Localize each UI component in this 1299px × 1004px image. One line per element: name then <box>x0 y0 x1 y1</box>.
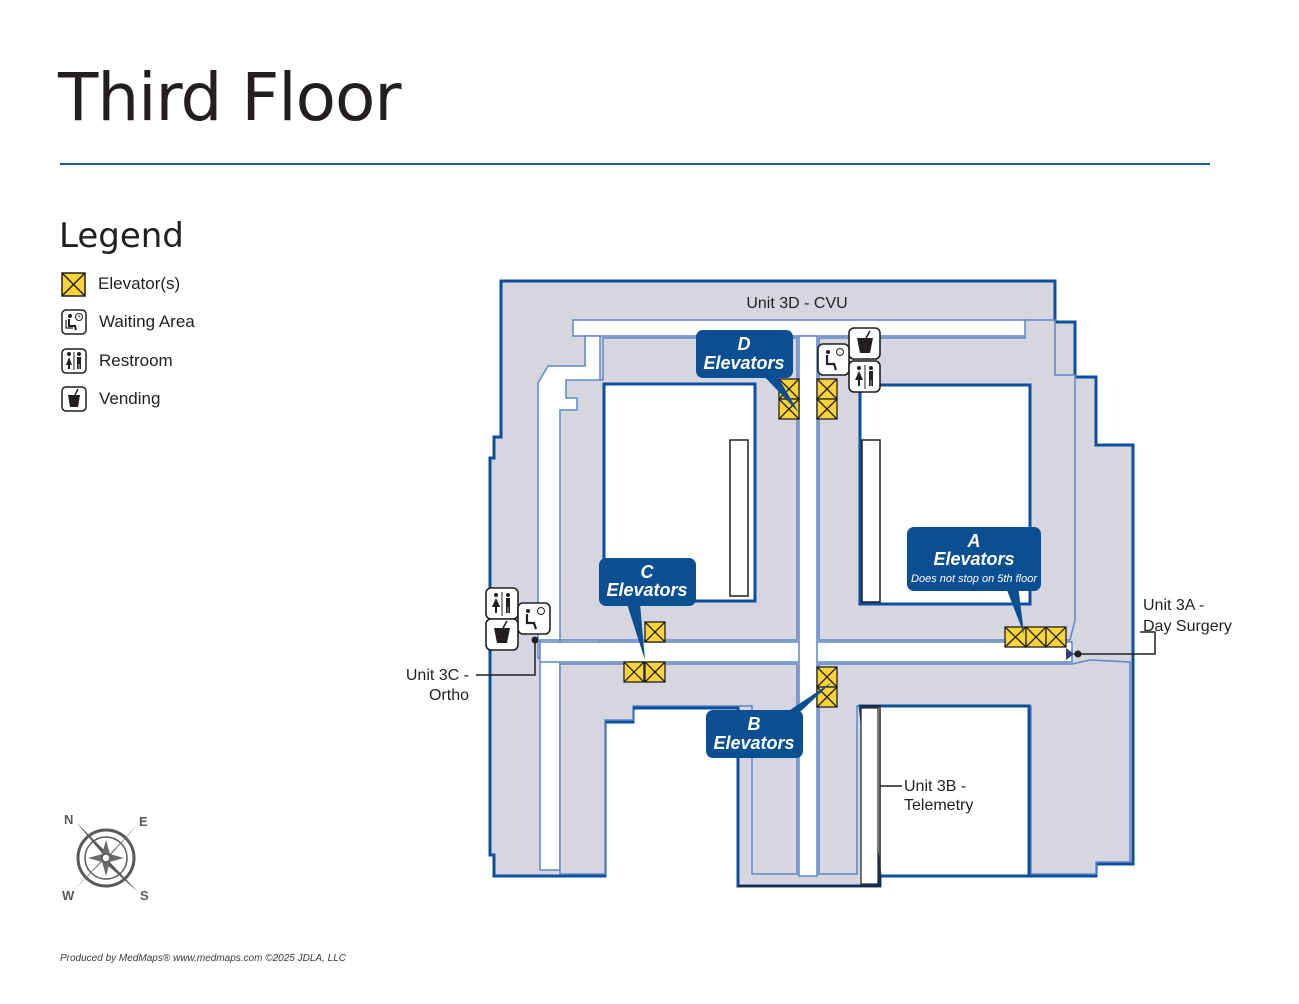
corridors <box>537 319 1073 877</box>
restroom-icon <box>61 348 87 374</box>
elevator-group-d <box>778 378 838 420</box>
page-title: Third Floor <box>58 59 402 136</box>
elevator-group-c <box>623 621 666 683</box>
vending-icon <box>61 386 87 412</box>
elevator-icon <box>61 271 86 297</box>
unit-3a-label-line1: Unit 3A - <box>1143 597 1204 614</box>
footer-credit: Produced by MedMaps® www.medmaps.com ©20… <box>60 953 346 964</box>
callout-c-letter: C <box>641 562 655 582</box>
callout-d-elevators <box>696 330 793 378</box>
callout-a-letter: A <box>967 531 981 551</box>
title-rule <box>60 163 1210 165</box>
compass-n: N <box>64 812 73 827</box>
unit-3b-label-line2: Telemetry <box>904 797 973 814</box>
callout-b-elevators <box>706 710 803 758</box>
callout-d-letter: D <box>738 334 751 354</box>
elevator-group-b <box>816 666 838 708</box>
unit-3c-label-line2: Ortho <box>429 687 469 704</box>
unit-3c-label-line1: Unit 3C - <box>406 667 469 684</box>
elevator-group-a <box>1004 626 1067 648</box>
legend-item-elevator: Elevator(s) <box>61 271 180 297</box>
compass-w: W <box>62 888 75 903</box>
compass-e: E <box>139 814 148 829</box>
waiting-area-icon <box>61 309 87 335</box>
compass-rose-icon: N E S W <box>62 812 149 903</box>
unit-3a-label-line2: Day Surgery <box>1143 618 1232 635</box>
amenities-north <box>817 327 881 393</box>
callout-a-elevators <box>907 527 1041 591</box>
callout-a-word: Elevators <box>933 549 1014 569</box>
amenities-west <box>485 587 551 651</box>
callout-c-word: Elevators <box>606 580 687 600</box>
unit-3b-label-line1: Unit 3B - <box>904 778 966 795</box>
legend-heading: Legend <box>59 216 184 256</box>
callout-b-letter: B <box>748 714 761 734</box>
unit-3d-label: Unit 3D - CVU <box>746 295 847 312</box>
legend-label: Waiting Area <box>99 312 195 331</box>
legend-item-restroom: Restroom <box>61 348 173 374</box>
compass-s: S <box>140 888 149 903</box>
legend-item-vending: Vending <box>61 386 160 412</box>
leader-lines <box>476 631 1156 787</box>
legend-label: Elevator(s) <box>98 274 181 293</box>
callout-a-note: Does not stop on 5th floor <box>911 573 1038 585</box>
legend-label: Vending <box>99 389 161 408</box>
callout-pointers <box>627 372 1024 712</box>
callout-d-word: Elevators <box>703 353 784 373</box>
legend-item-waiting-area: Waiting Area <box>61 309 195 335</box>
callout-b-word: Elevators <box>713 733 794 753</box>
callout-c-elevators <box>599 558 696 606</box>
legend-label: Restroom <box>99 351 173 370</box>
